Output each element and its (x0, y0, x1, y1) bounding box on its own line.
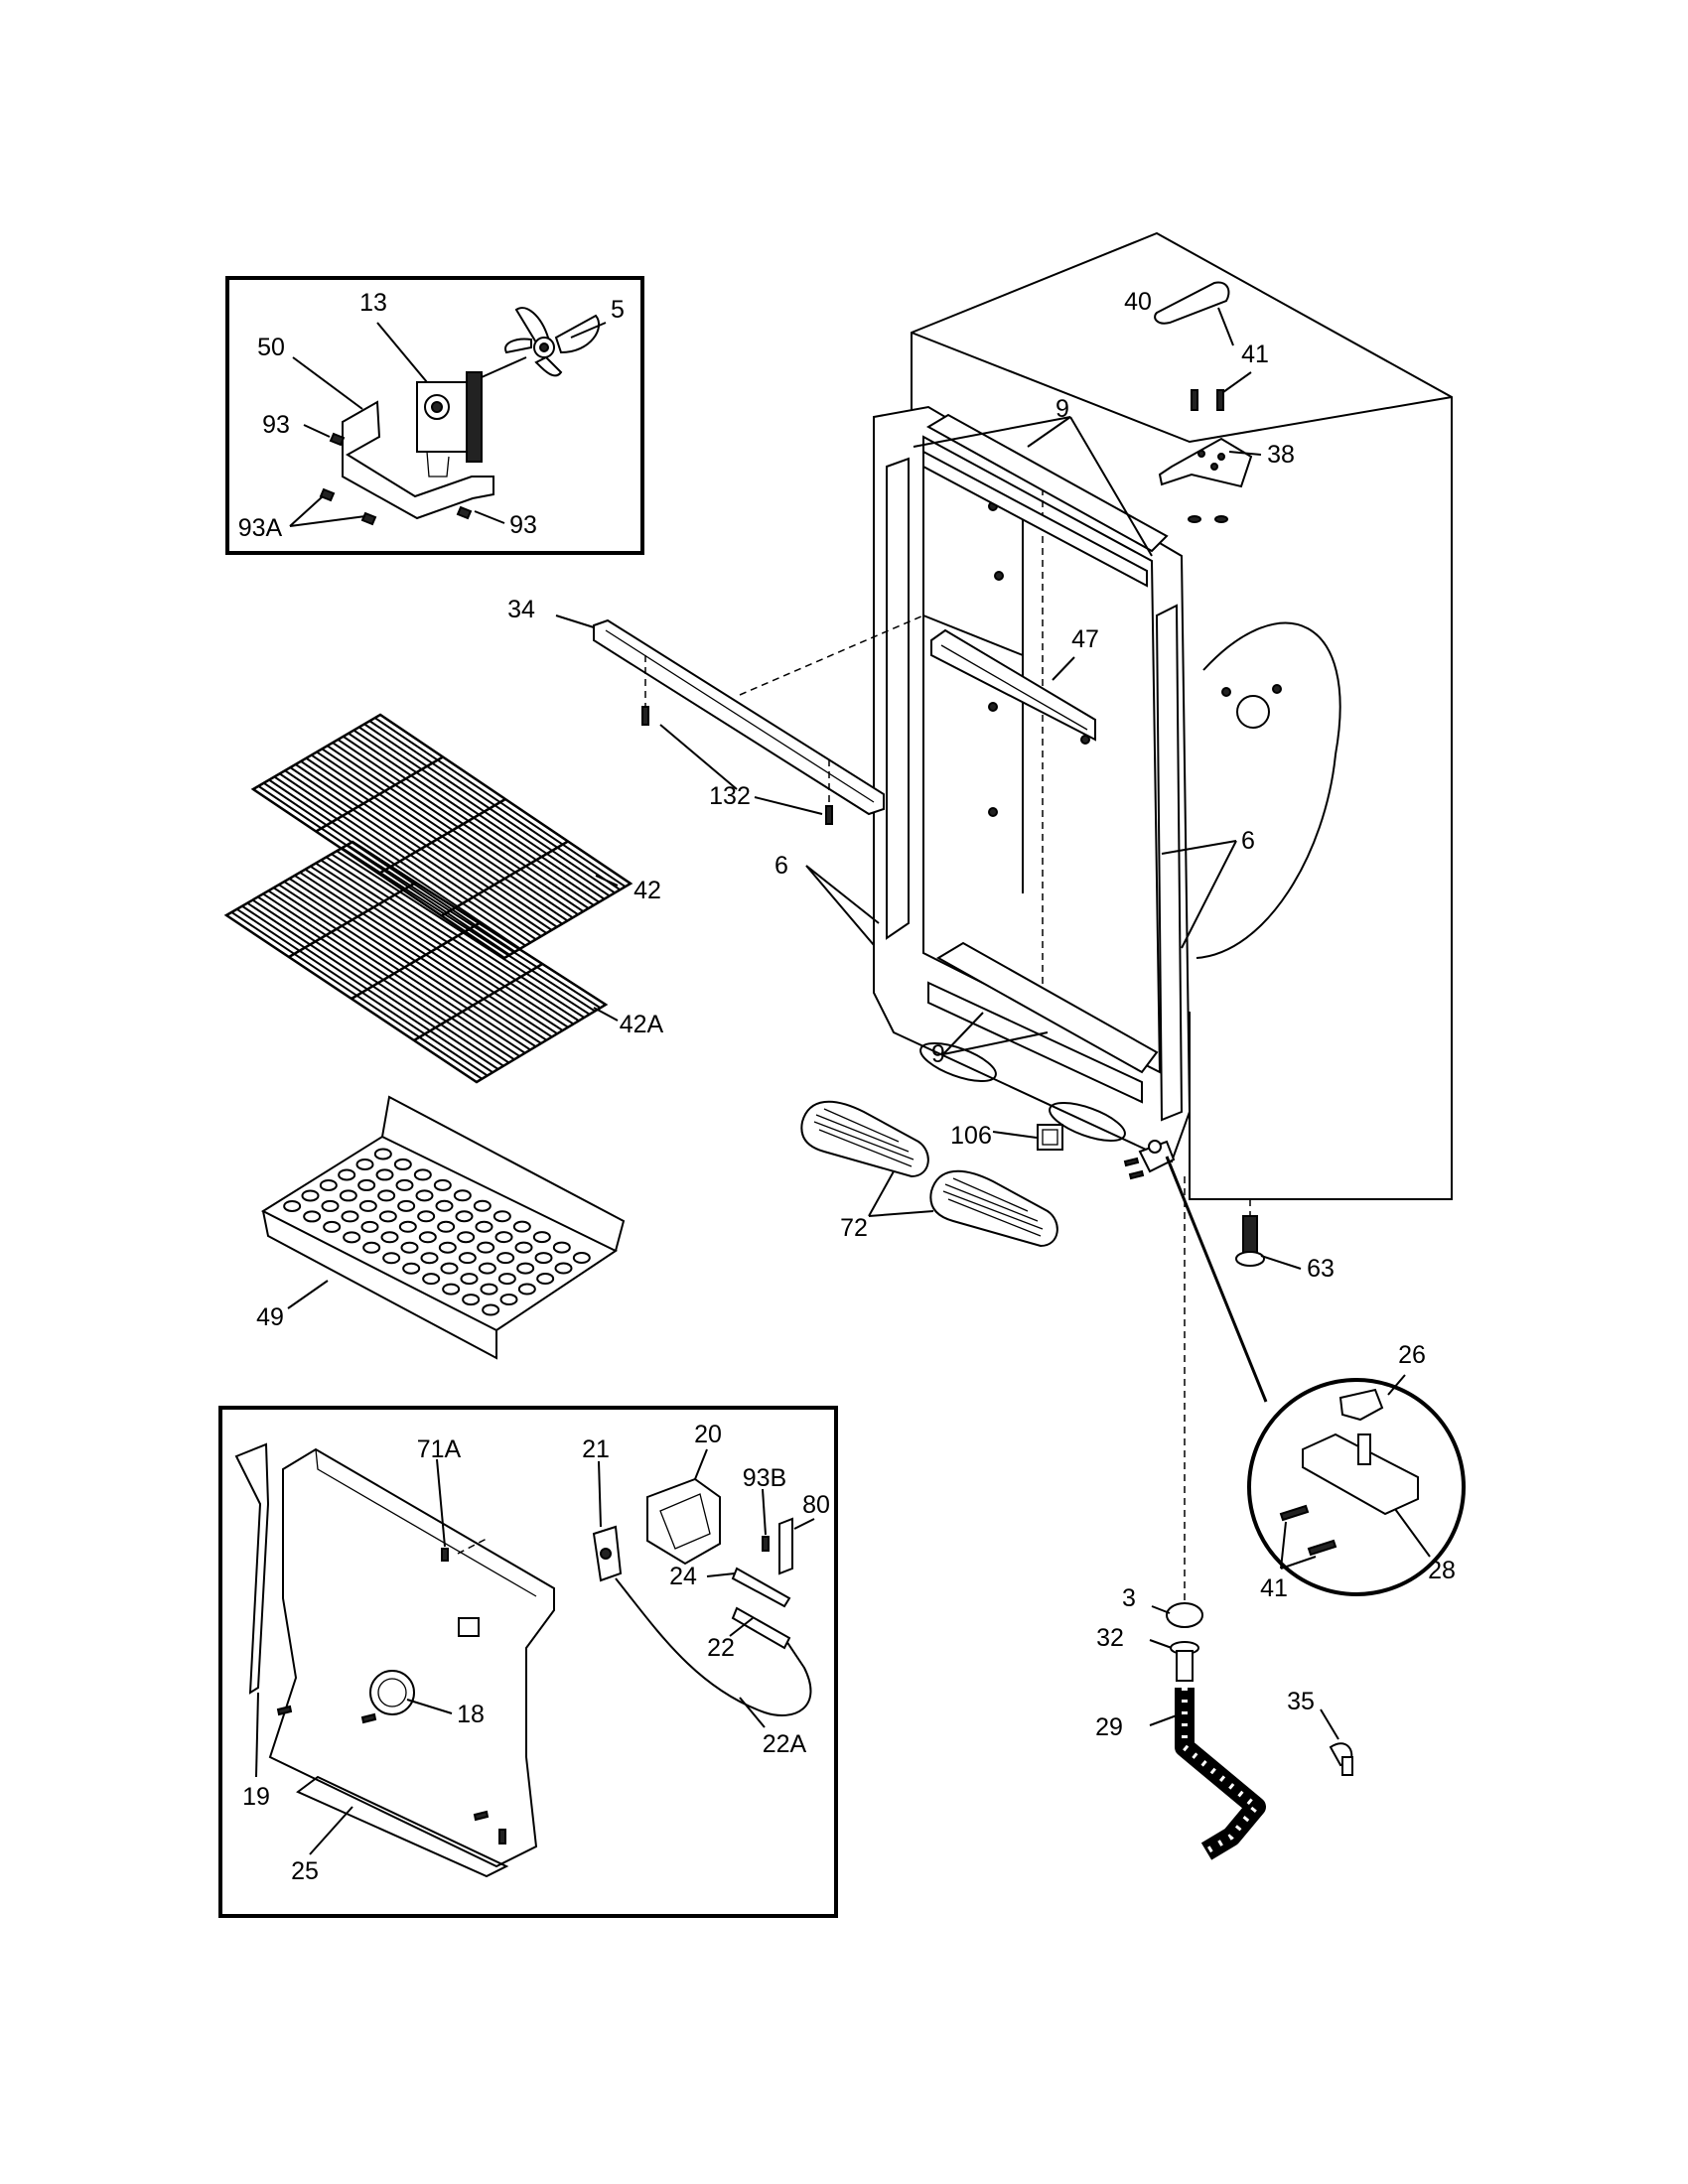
wire-shelf-42A (223, 840, 609, 1084)
callout-93: 93 (262, 411, 290, 439)
leveling-leg-63 (1235, 1215, 1265, 1267)
drain-fitting-32 (1170, 1641, 1199, 1682)
fan-motor (416, 356, 527, 478)
callout-32: 32 (1096, 1624, 1124, 1652)
wing-nut-35 (1329, 1742, 1353, 1776)
bottom-hinge-detail: 26 41 28 (1165, 1156, 1466, 1602)
callout-93: 93 (509, 511, 537, 539)
callout-34: 34 (507, 596, 535, 623)
breaker-strip-top (922, 413, 1169, 588)
screw-132-b (825, 805, 833, 825)
callout-5: 5 (611, 296, 625, 324)
clip-22 (731, 1606, 791, 1650)
screw-93A-1 (319, 487, 336, 502)
callout-80: 80 (802, 1491, 830, 1519)
callout-71A: 71A (417, 1435, 462, 1463)
callout-9: 9 (1055, 395, 1069, 423)
callout-21: 21 (582, 1435, 610, 1463)
callout-24: 24 (669, 1563, 697, 1590)
callout-6: 6 (1241, 827, 1255, 855)
grille-72-lower (929, 1169, 1058, 1248)
hinge-screw-41-a (1191, 389, 1198, 411)
callout-93B: 93B (743, 1464, 786, 1492)
callout-72: 72 (840, 1214, 868, 1242)
callout-19: 19 (242, 1783, 270, 1811)
screw-93-lower (456, 505, 473, 520)
callout-22: 22 (707, 1634, 735, 1662)
callout-50: 50 (257, 334, 285, 361)
callout-41: 41 (1241, 341, 1269, 368)
callout-22A: 22A (763, 1730, 807, 1758)
clip-24 (731, 1567, 791, 1608)
shelf-support-47 (930, 628, 1096, 742)
access-panel-25 (268, 1447, 555, 1868)
motor-bracket (342, 400, 494, 520)
callout-20: 20 (694, 1421, 722, 1448)
callout-18: 18 (457, 1701, 485, 1728)
callout-40: 40 (1124, 288, 1152, 316)
callout-26: 26 (1398, 1341, 1426, 1369)
drain-tube-29 (1175, 1688, 1266, 1860)
breaker-strip-left (886, 457, 910, 940)
callout-41: 41 (1260, 1574, 1288, 1602)
callout-29: 29 (1095, 1713, 1123, 1741)
screw-93-upper (329, 432, 346, 447)
breaker-strip-right (1155, 604, 1184, 1122)
callout-25: 25 (291, 1857, 319, 1885)
screw-132-a (641, 706, 649, 726)
hinge-pin-cap-26 (1338, 1388, 1384, 1422)
screw-93A-2 (360, 511, 377, 526)
grille-72-upper (800, 1100, 929, 1178)
fan-blade (504, 307, 601, 377)
callout-13: 13 (359, 289, 387, 317)
bracket-80 (778, 1517, 793, 1575)
hinge-cover-40 (1154, 281, 1230, 325)
callout-35: 35 (1287, 1688, 1315, 1715)
callout-9: 9 (931, 1040, 945, 1068)
callout-132: 132 (709, 782, 751, 810)
drain-plug-3 (1166, 1602, 1203, 1628)
gasket-106 (1037, 1124, 1063, 1151)
wire-shelf-42 (250, 713, 633, 960)
callout-6: 6 (774, 852, 788, 880)
callout-42: 42 (633, 877, 661, 904)
basket-49 (260, 1095, 626, 1360)
callout-42A: 42A (620, 1011, 664, 1038)
bottom-hinge-bracket-28 (1302, 1433, 1419, 1516)
callout-28: 28 (1428, 1557, 1456, 1584)
hinge-screw-41-b (1216, 389, 1224, 411)
access-panel-inset: 20 71A 21 93B 80 24 22 18 22A 19 25 (218, 1406, 838, 1918)
hinge-top-38 (1158, 437, 1253, 488)
callout-106: 106 (950, 1122, 992, 1150)
callout-49: 49 (256, 1303, 284, 1331)
callout-63: 63 (1307, 1255, 1335, 1283)
gasket-19 (234, 1442, 270, 1695)
callout-38: 38 (1267, 441, 1295, 469)
callout-47: 47 (1071, 625, 1099, 653)
callout-93A: 93A (238, 514, 283, 542)
screw-93B (762, 1536, 770, 1552)
callout-3: 3 (1122, 1584, 1136, 1612)
fan-motor-inset: 13 5 50 93 93A 93 (225, 276, 644, 555)
